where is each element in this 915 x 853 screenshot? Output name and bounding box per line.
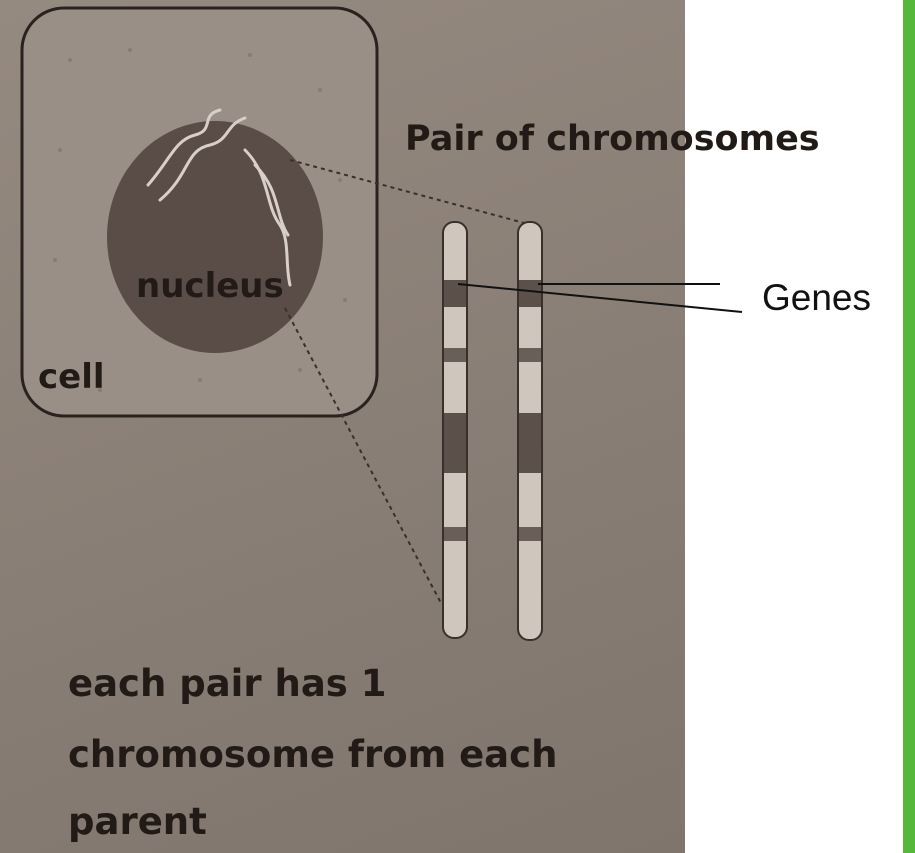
note-line-2: chromosome from each xyxy=(68,733,557,776)
cell-label: cell xyxy=(38,357,105,397)
genes-pointer-lines xyxy=(458,284,742,312)
title-label: Pair of chromosomes xyxy=(405,119,820,159)
nucleus-label: nucleus xyxy=(136,266,284,306)
genes-label: Genes xyxy=(762,277,871,318)
note-line-1: each pair has 1 xyxy=(68,662,386,705)
note-line-3: parent xyxy=(68,800,207,843)
